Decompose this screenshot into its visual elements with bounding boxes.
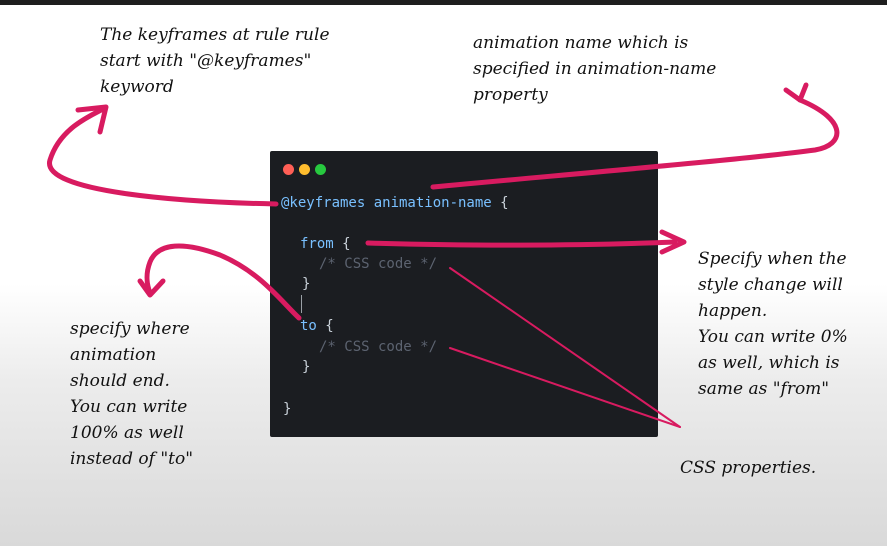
keyframes-keyword: @keyframes animation-name: [281, 195, 492, 211]
note-to: specify where animation should end. You …: [70, 319, 194, 469]
code-close-from: }: [302, 276, 311, 292]
window-close-dot: [283, 164, 294, 175]
note-keyframes-rule: The keyframes at rule rule start with "@…: [100, 25, 330, 97]
note-from: Specify when the style change will happe…: [698, 249, 848, 399]
arrowhead-animation-name-note: [783, 82, 809, 103]
code-line-keyframes: @keyframes animation-name {: [281, 194, 509, 212]
code-line-to: to {: [300, 317, 334, 335]
from-open-brace: {: [333, 236, 351, 252]
window-maximize-dot: [315, 164, 326, 175]
code-comment-to: /* CSS code */: [319, 339, 438, 355]
to-keyword: to: [300, 318, 317, 334]
keyframes-open-brace: {: [491, 195, 509, 211]
note-animation-name: animation name which is specified in ani…: [473, 33, 717, 105]
arrowhead-keyframes-note: [75, 104, 109, 135]
text-cursor: [301, 295, 302, 313]
arrow-animation-name-note: [430, 97, 840, 190]
window-minimize-dot: [299, 164, 310, 175]
arrowhead-from-note: [659, 229, 687, 255]
arrow-to-note: [144, 243, 302, 321]
arrow-from-note: [365, 239, 678, 248]
from-keyword: from: [300, 236, 334, 252]
top-bar: [0, 0, 887, 5]
arrowhead-to-note: [137, 278, 166, 298]
code-window: @keyframes animation-name { from { /* CS…: [270, 151, 658, 437]
code-line-from: from {: [300, 235, 351, 253]
arrow-keyframes-note: [47, 105, 279, 207]
code-close-keyframes: }: [283, 401, 292, 417]
code-comment-from: /* CSS code */: [319, 256, 438, 272]
to-open-brace: {: [316, 318, 334, 334]
line-comment-from: [449, 267, 681, 428]
note-css-properties: CSS properties.: [680, 458, 817, 478]
line-comment-to: [449, 347, 681, 428]
code-close-to: }: [302, 359, 311, 375]
